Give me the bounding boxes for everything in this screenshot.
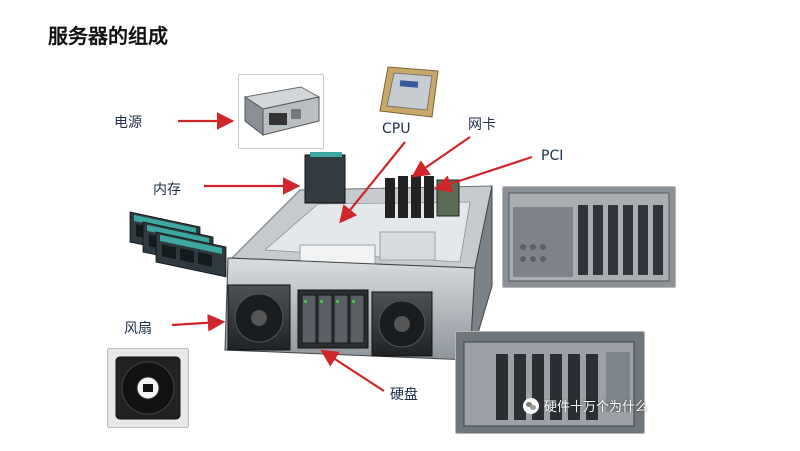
arrow-nic	[411, 136, 471, 178]
label-memory: 内存	[153, 182, 181, 198]
cpu-image	[378, 63, 440, 119]
label-fan: 风扇	[124, 321, 152, 337]
arrow-pci	[433, 155, 533, 193]
rear-pci-slots-image	[502, 186, 676, 288]
wechat-icon	[523, 397, 539, 414]
callout-arrows	[171, 112, 533, 392]
label-nic: 网卡	[468, 117, 496, 133]
arrow-disk	[320, 349, 385, 392]
fan-image	[107, 348, 189, 428]
watermark-text: 硬件十万个为什么	[544, 400, 649, 415]
internal-cards-image	[455, 331, 645, 434]
label-power: 电源	[114, 115, 142, 131]
label-cpu: CPU	[382, 121, 411, 137]
label-disk: 硬盘	[390, 387, 418, 403]
arrow-fan	[171, 314, 226, 332]
power-supply-image	[238, 74, 324, 149]
label-pci: PCI	[541, 148, 564, 164]
page-title: 服务器的组成	[48, 24, 168, 48]
memory-modules	[129, 211, 227, 278]
arrow-cpu	[339, 141, 406, 224]
server-chassis	[224, 152, 493, 361]
watermark: 硬件十万个为什么	[523, 396, 648, 415]
